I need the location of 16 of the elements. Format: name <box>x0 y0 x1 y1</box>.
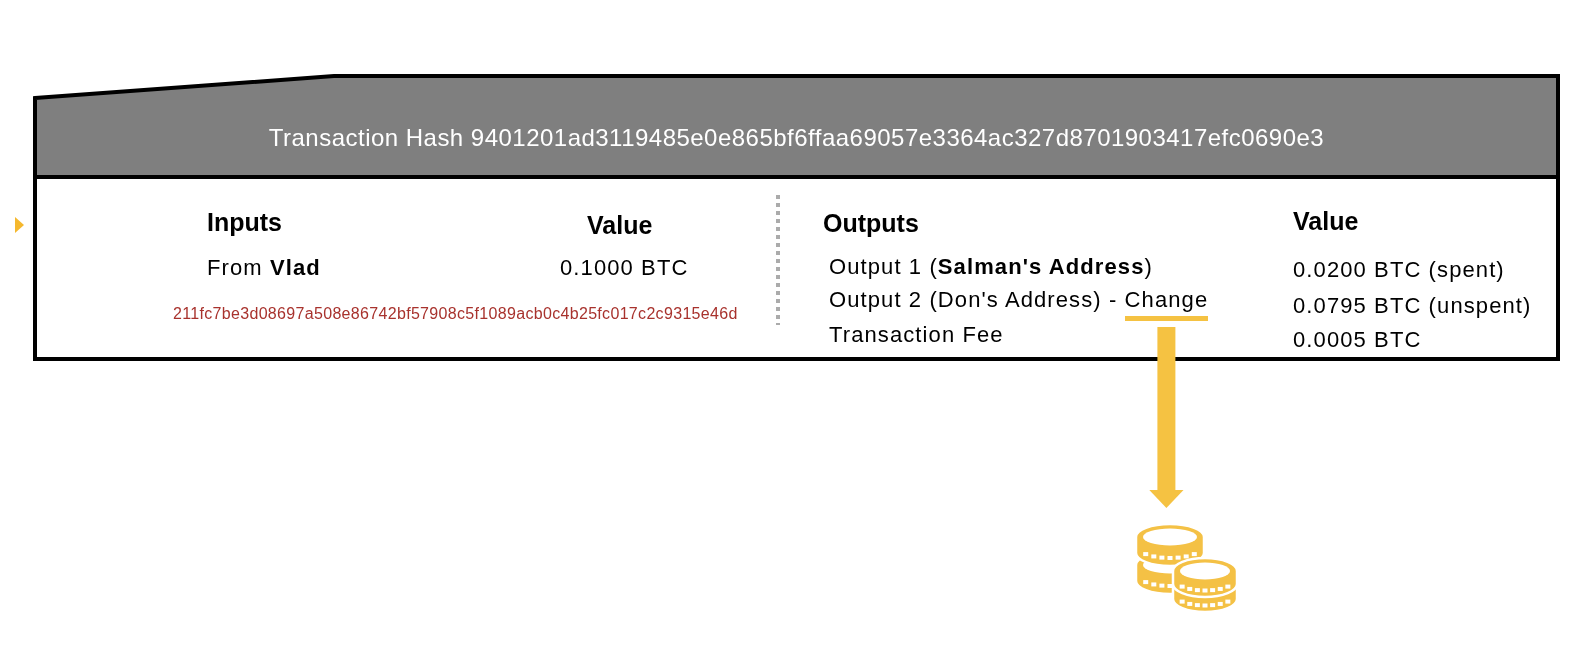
column-heading: Value <box>1293 207 1359 236</box>
arrow <box>1149 327 1184 508</box>
amount: 0.0005 BTC <box>1293 328 1422 353</box>
amount: 0.1000 BTC <box>560 256 689 281</box>
output-row: Output 2 (Don's Address) - Change <box>829 288 1209 323</box>
transaction-id: 211fc7be3d08697a508e86742bf57908c5f1089acb0c4b25fc017c2c9315e46d <box>173 305 738 323</box>
amount: 0.0200 BTC (spent) <box>1293 258 1505 283</box>
amount: 0.0795 BTC (unspent) <box>1293 294 1532 319</box>
transaction-card <box>33 74 1560 361</box>
column-heading: Inputs <box>207 208 282 237</box>
column-heading: Value <box>587 211 653 240</box>
output-row: Output 1 (Salman's Address) <box>829 255 1153 280</box>
header-title: Transaction Hash 9401201ad3119485e0e865bf6ffaa69057e3364ac327d8701903417efc0690e3 <box>268 124 1325 153</box>
column-heading: Outputs <box>823 209 919 238</box>
output-row: Transaction Fee <box>829 323 1004 348</box>
input-source: From Vlad <box>207 256 321 281</box>
